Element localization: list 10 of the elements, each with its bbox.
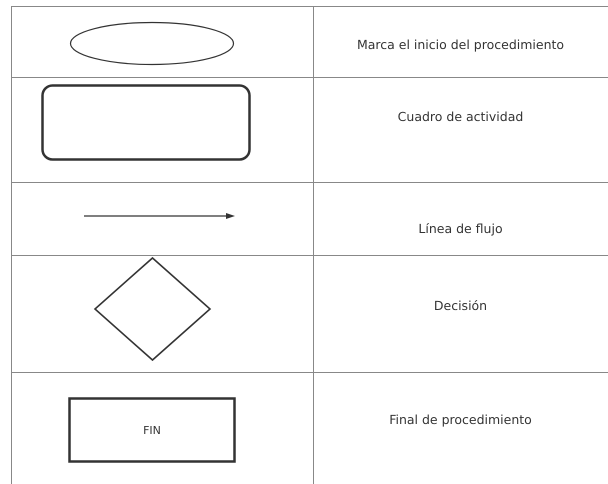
symbol-description: Cuadro de actividad <box>396 109 524 124</box>
decision-diamond <box>94 257 211 361</box>
symbol-description: Decisión <box>432 298 488 313</box>
oval-shape <box>70 22 234 65</box>
end-label: FIN <box>143 424 161 436</box>
end-box <box>68 397 236 463</box>
symbol-description: Línea de flujo <box>417 221 504 236</box>
symbol-description: Final de procedimiento <box>388 412 533 427</box>
rounded-box <box>41 84 251 161</box>
symbol-description: Marca el inicio del procedimiento <box>356 37 566 52</box>
